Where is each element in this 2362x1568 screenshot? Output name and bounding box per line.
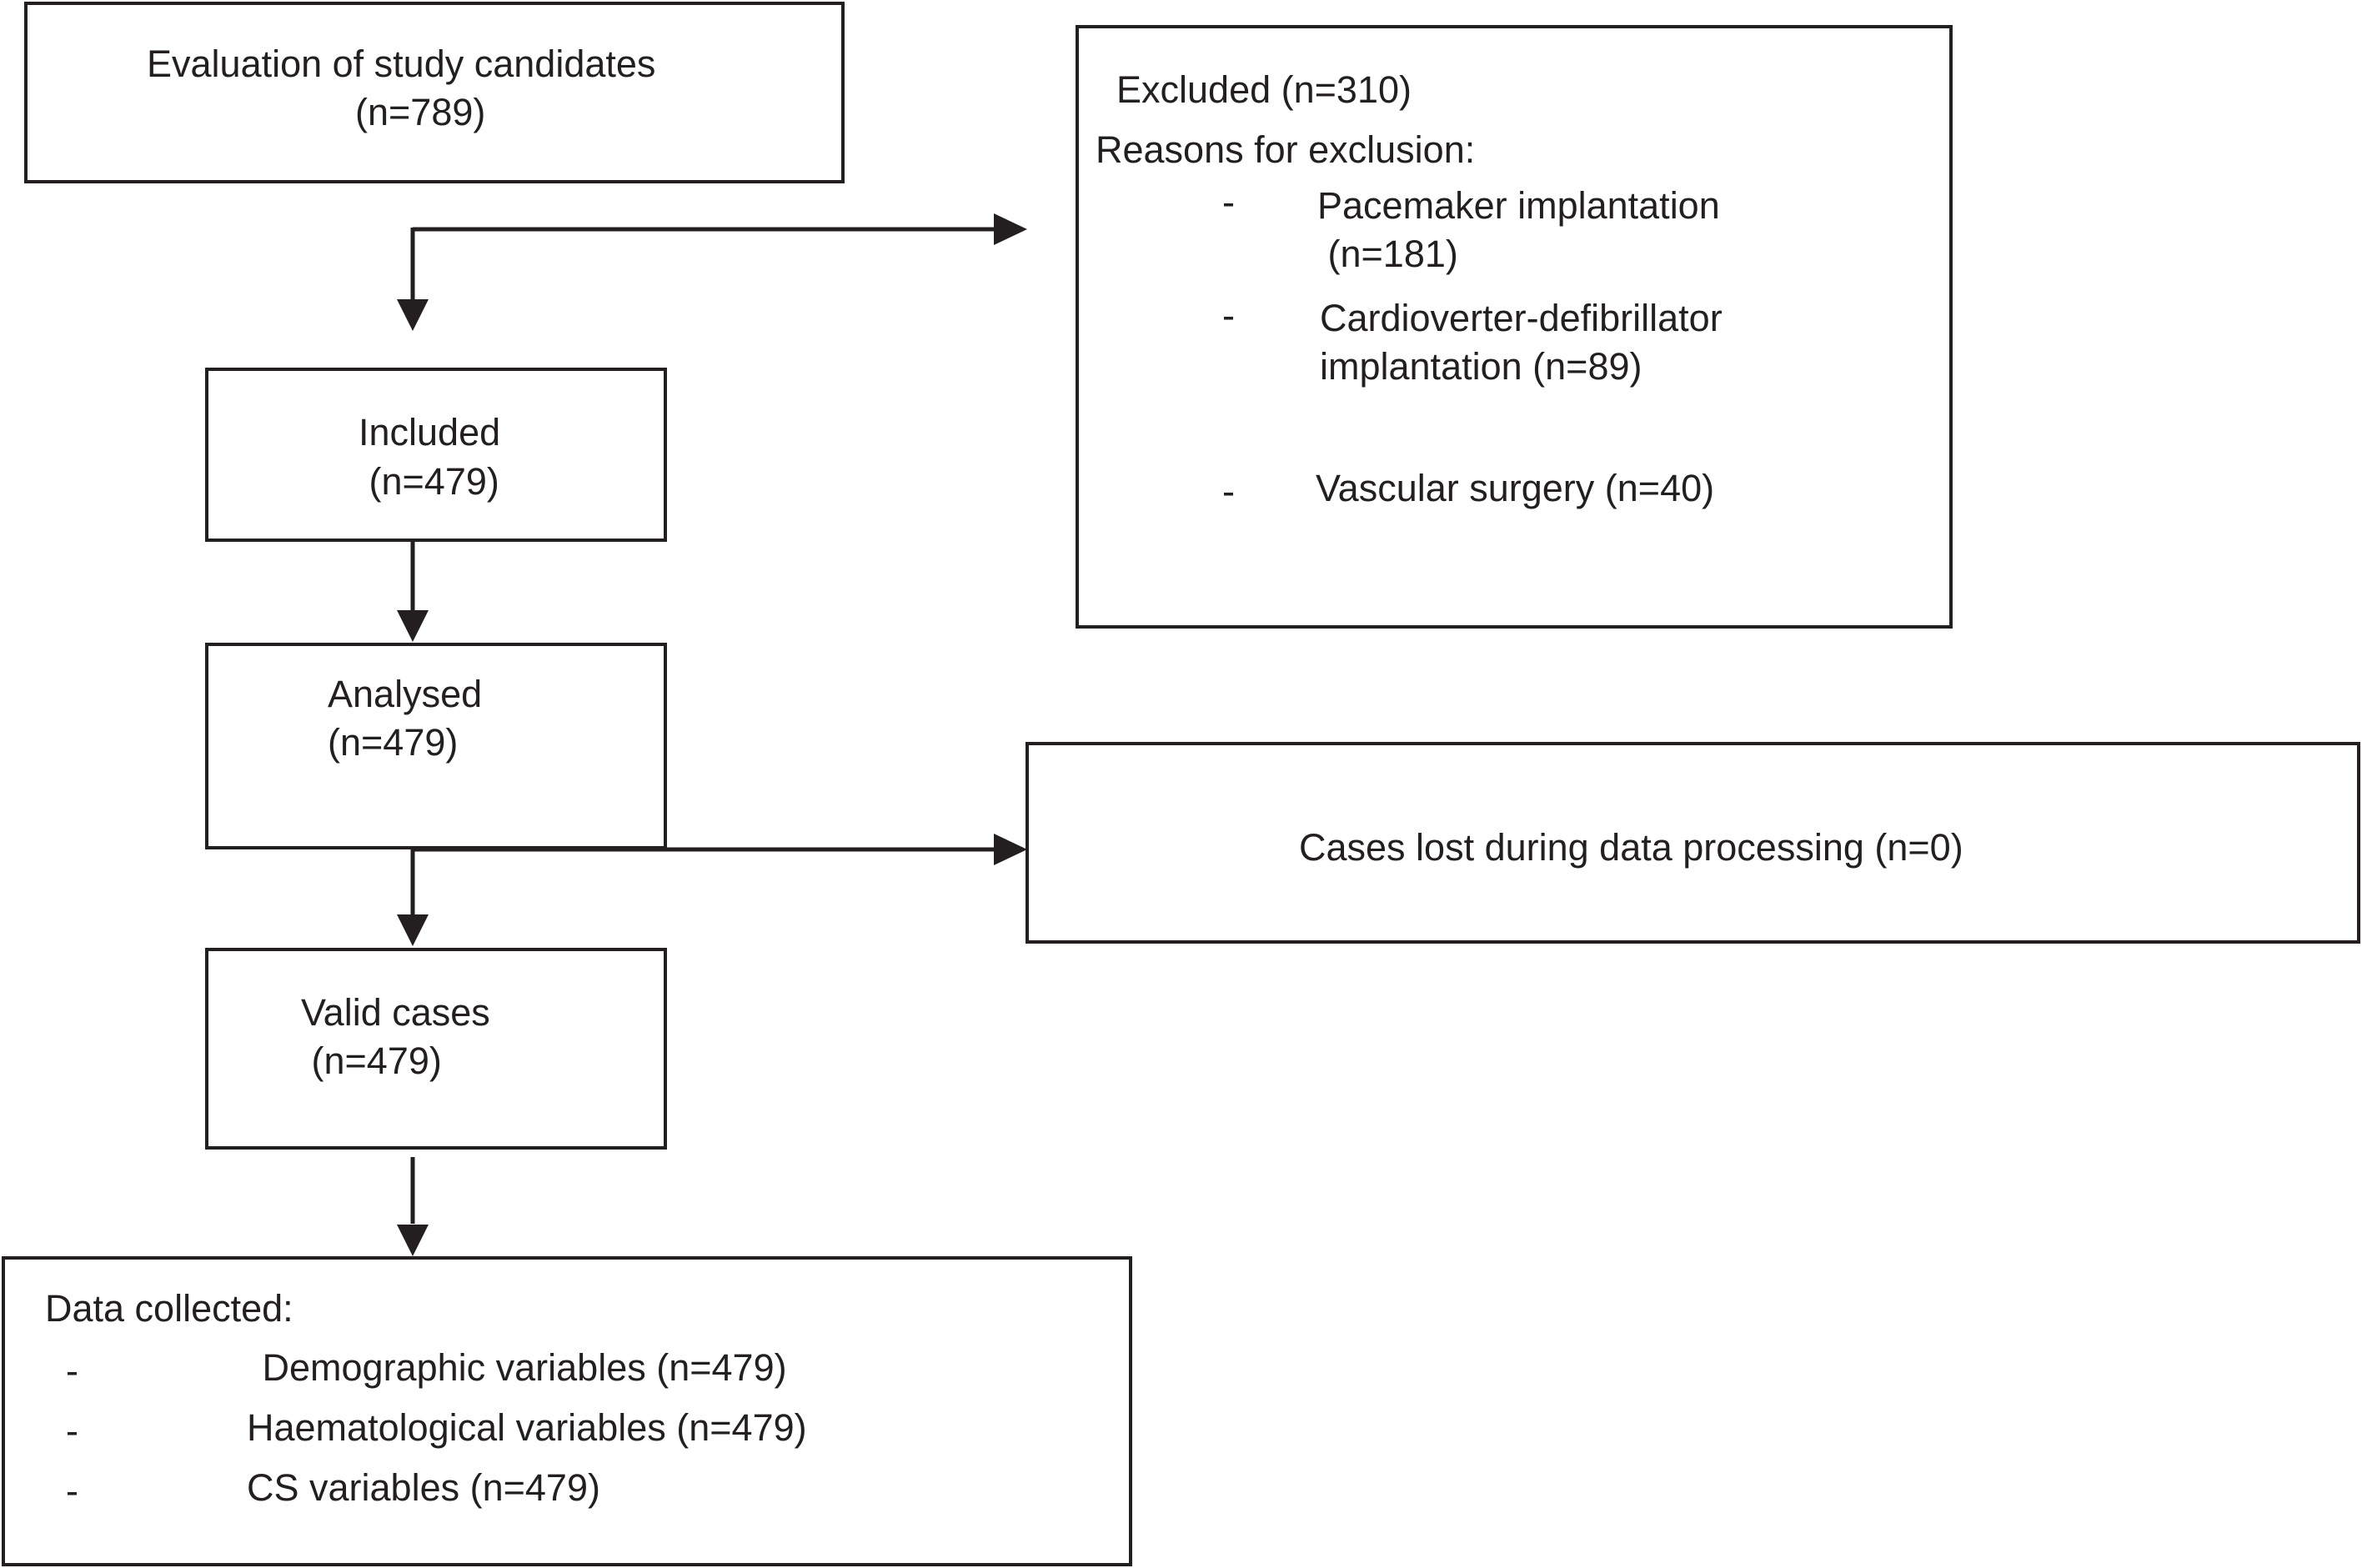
exclusion-reason-icd: Cardioverter-defibrillator (1320, 297, 1723, 339)
data-item-bullet: - (66, 1410, 78, 1452)
excluded-box (1076, 25, 1953, 629)
arrowhead-valid (397, 914, 429, 946)
arrowhead-excluded (994, 213, 1027, 245)
included-box (205, 368, 667, 542)
valid-title: Valid cases (301, 991, 490, 1034)
data-item-bullet: - (66, 1470, 78, 1512)
analysed-count: (n=479) (328, 721, 459, 764)
candidates-box (24, 2, 845, 183)
valid-box (205, 948, 667, 1150)
valid-count: (n=479) (301, 1039, 442, 1082)
data-item-cs: CS variables (n=479) (247, 1466, 600, 1509)
exclusion-reason-icd-count: implantation (n=89) (1320, 345, 1642, 388)
lost-box (1026, 742, 2360, 944)
data-item-demographic: Demographic variables (n=479) (252, 1346, 787, 1389)
data-collected-heading: Data collected: (45, 1287, 293, 1330)
included-title: Included (359, 411, 501, 453)
analysed-title: Analysed (328, 673, 483, 715)
candidates-count: (n=789) (355, 91, 486, 133)
arrowhead-analysed (397, 610, 429, 642)
included-count: (n=479) (359, 460, 499, 503)
arrowhead-lost (994, 834, 1027, 865)
data-collected-box (2, 1256, 1132, 1566)
exclusion-reason-bullet: - (1222, 294, 1235, 337)
arrowhead-data (397, 1225, 429, 1256)
data-item-haematological: Haematological variables (n=479) (247, 1406, 807, 1449)
exclusion-reason-vascular: Vascular surgery (n=40) (1316, 467, 1715, 509)
exclusion-reason-bullet: - (1222, 181, 1235, 223)
candidates-title: Evaluation of study candidates (147, 43, 656, 85)
data-item-bullet: - (66, 1350, 78, 1392)
arrowhead-included (397, 299, 429, 331)
lost-title: Cases lost during data processing (n=0) (1299, 826, 1963, 869)
exclusion-reason-bullet: - (1222, 470, 1235, 513)
analysed-box (205, 643, 667, 849)
excluded-title: Excluded (n=310) (1116, 68, 1412, 111)
exclusion-reasons-heading: Reasons for exclusion: (1096, 128, 1476, 171)
exclusion-reason-pacemaker-count: (n=181) (1317, 233, 1458, 275)
exclusion-reason-pacemaker: Pacemaker implantation (1317, 184, 1720, 227)
